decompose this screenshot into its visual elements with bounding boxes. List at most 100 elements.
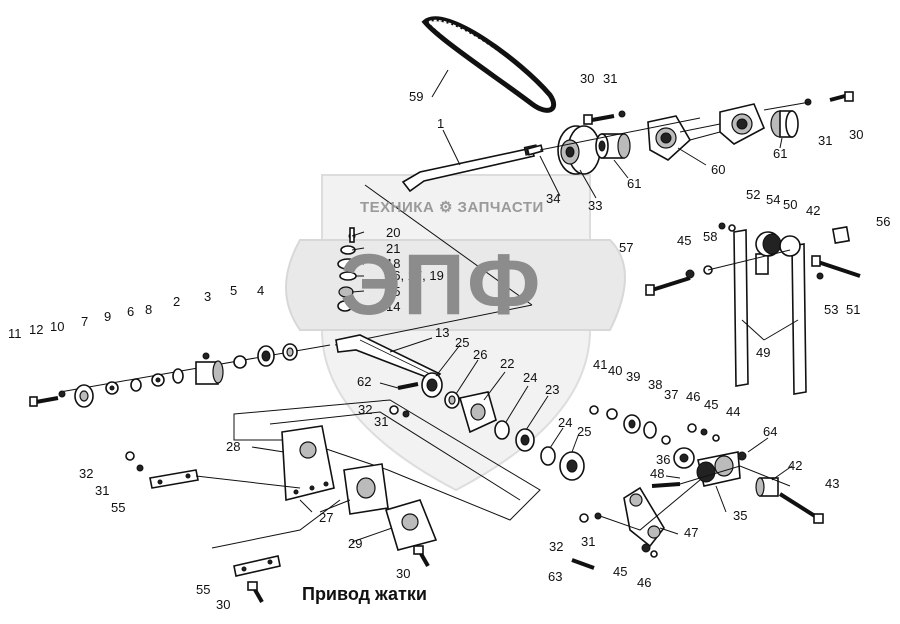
callout-40: 40 — [608, 363, 623, 378]
callout-31-left: 31 — [95, 483, 110, 498]
bolt-48 — [651, 482, 681, 488]
plate-28 — [281, 425, 335, 502]
spacer-50 — [755, 231, 782, 257]
callout-48: 48 — [650, 466, 665, 481]
callout-14: 14 — [386, 299, 401, 314]
bolt-63 — [571, 558, 595, 570]
bearing-5 — [257, 345, 275, 367]
callout-45-bottom: 45 — [613, 564, 628, 579]
plate-29 — [385, 499, 438, 551]
callout-23: 23 — [545, 382, 560, 397]
callout-7: 7 — [81, 314, 89, 329]
diagram-title: Привод жатки — [302, 584, 427, 604]
callout-32-right: 32 — [549, 539, 564, 554]
bearing-36 — [673, 447, 695, 469]
washers-41-37 — [589, 405, 671, 445]
strap-49 — [733, 229, 807, 395]
disk-10 — [74, 384, 94, 408]
callout-1: 1 — [437, 116, 445, 131]
part-26 — [444, 391, 460, 409]
bolt-30-lower — [413, 545, 430, 567]
bolt-11 — [29, 396, 59, 407]
bolt-43 — [778, 492, 824, 524]
callout-55-lower: 55 — [196, 582, 211, 597]
callout-34: 34 — [546, 191, 561, 206]
callout-16-17-19: 16, 17, 19 — [386, 268, 444, 283]
callout-15: 15 — [386, 284, 401, 299]
callout-27: 27 — [319, 510, 334, 525]
callout-9: 9 — [104, 309, 112, 324]
callout-29: 29 — [348, 536, 363, 551]
callout-52: 52 — [746, 187, 761, 202]
callout-30-top-right: 30 — [849, 127, 864, 142]
arm-47 — [623, 486, 665, 548]
nut-32-31-mid — [389, 405, 410, 418]
callout-37: 37 — [664, 387, 679, 402]
bracket-55-upper — [149, 469, 199, 489]
ring-24-lower — [540, 446, 556, 466]
callout-33: 33 — [588, 198, 603, 213]
callout-45-mid: 45 — [704, 397, 719, 412]
bolt-30-top-left — [583, 110, 626, 125]
callout-46-mid: 46 — [686, 389, 701, 404]
callout-53: 53 — [824, 302, 839, 317]
callout-62: 62 — [357, 374, 372, 389]
callout-10: 10 — [50, 319, 65, 334]
part-56 — [831, 225, 851, 245]
nut-45-46-right — [641, 543, 658, 558]
hub-61-left — [595, 133, 631, 159]
callout-12: 12 — [29, 322, 44, 337]
callout-21: 21 — [386, 241, 401, 256]
bolt-51 — [811, 255, 861, 278]
callout-26: 26 — [473, 347, 488, 362]
callout-61-right: 61 — [773, 146, 788, 161]
plate-27 — [343, 463, 389, 515]
callout-45-top: 45 — [677, 233, 692, 248]
callout-38: 38 — [648, 377, 663, 392]
callout-42-lower: 42 — [788, 458, 803, 473]
belt-59 — [421, 16, 557, 113]
hub-2 — [195, 352, 224, 385]
nut-7 — [105, 381, 119, 395]
washer-3 — [233, 355, 247, 369]
bolt-57 — [645, 276, 691, 296]
pulley-33 — [557, 125, 601, 175]
callout-31-mid: 31 — [374, 414, 389, 429]
callout-32-mid: 32 — [358, 402, 373, 417]
watermark-text: ТЕХНИКА ⚙ ЗАПЧАСТИ — [360, 199, 544, 216]
callout-60: 60 — [711, 162, 726, 177]
callout-44: 44 — [726, 404, 741, 419]
washer-12 — [58, 390, 66, 398]
callout-32-left: 32 — [79, 466, 94, 481]
callout-54: 54 — [766, 192, 781, 207]
washer-9 — [130, 378, 142, 392]
bearing-25-lower — [559, 451, 585, 481]
callout-51: 51 — [846, 302, 861, 317]
nut-32-31-left — [125, 451, 144, 472]
ring-24-upper — [494, 420, 510, 440]
callout-36: 36 — [656, 452, 671, 467]
callout-56: 56 — [876, 214, 891, 229]
washer-45 — [685, 269, 695, 279]
callout-43: 43 — [825, 476, 840, 491]
bracket-55-lower — [233, 555, 281, 577]
washer-53 — [816, 272, 824, 280]
bushing-42 — [755, 477, 779, 497]
callout-24-upper: 24 — [523, 370, 538, 385]
bearing-25-left — [421, 372, 443, 398]
callout-61-left: 61 — [627, 176, 642, 191]
callout-42-top: 42 — [806, 203, 821, 218]
callout-58: 58 — [703, 229, 718, 244]
callout-11: 11 — [8, 326, 22, 341]
callout-25-lower: 25 — [577, 424, 592, 439]
bolt-62 — [397, 382, 419, 390]
bearing-61-right — [770, 110, 799, 138]
bolt-30-top-right — [804, 91, 854, 106]
callout-55-upper: 55 — [111, 500, 126, 515]
bearing-23 — [515, 428, 535, 452]
callout-18: 18 — [386, 256, 401, 271]
callout-30-bottom-left: 30 — [216, 597, 231, 612]
ring-8 — [172, 368, 184, 384]
